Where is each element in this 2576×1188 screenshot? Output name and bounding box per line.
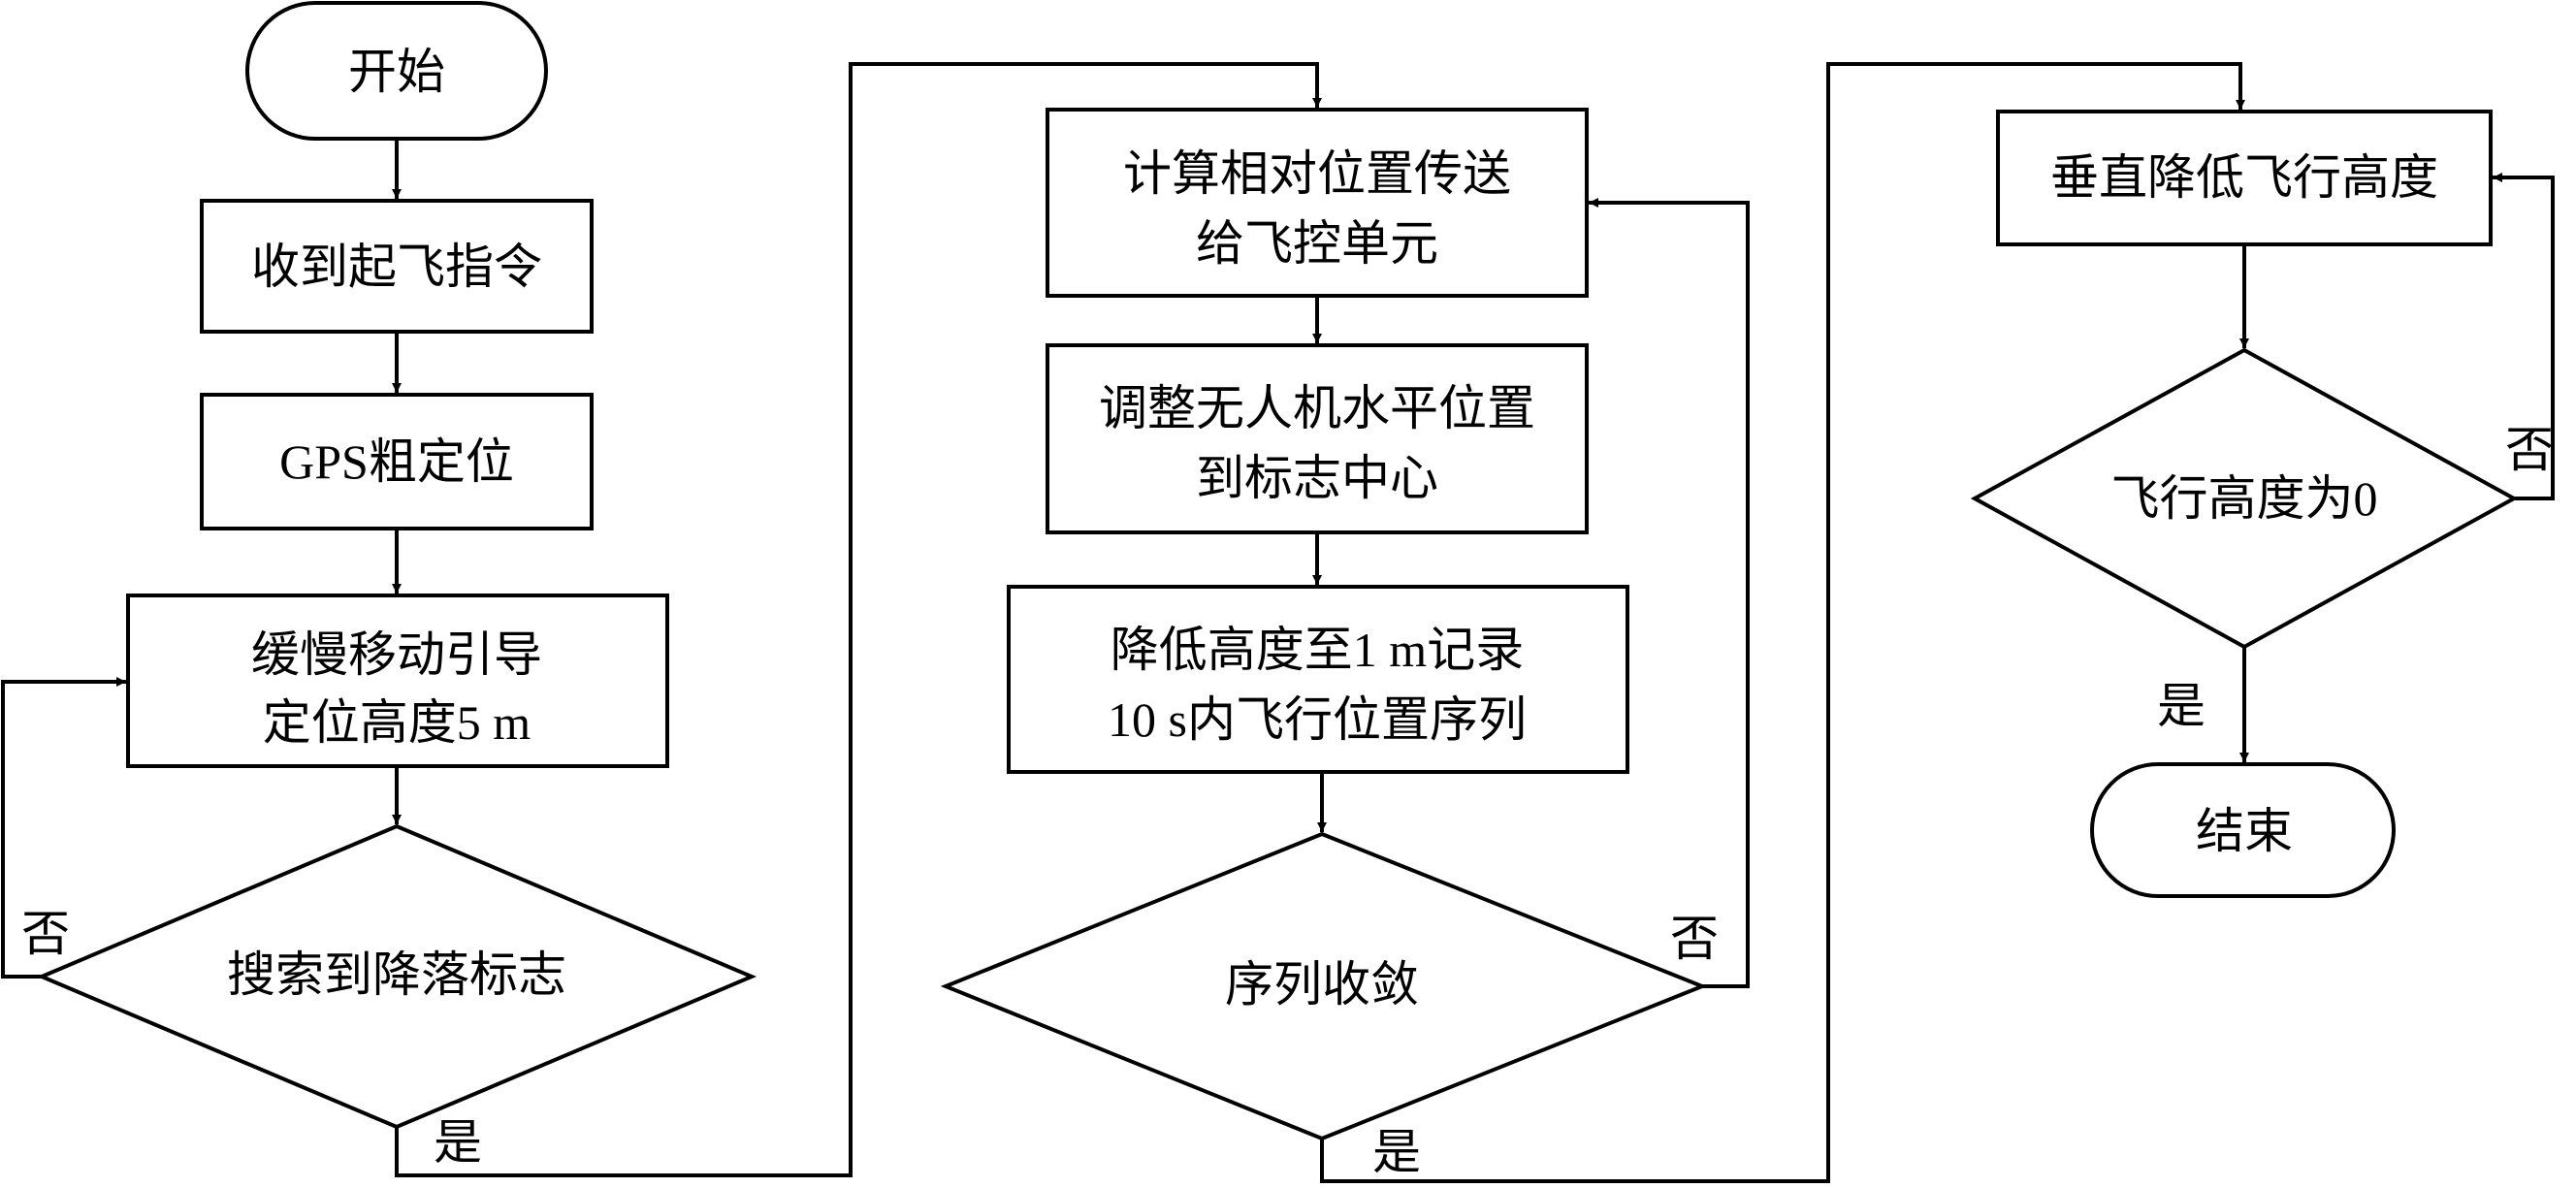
converge-yes-label: 是 [1372,1125,1421,1179]
start-label: 开始 [348,45,445,99]
guide-box [126,594,669,768]
descend-box [1996,110,2493,246]
adjust-position-label-line1: 调整无人机水平位置 [1099,381,1535,435]
end-terminal [2090,762,2396,898]
search-decision-label: 搜索到降落标志 [227,947,566,1002]
calc-position-label-line1: 计算相对位置传送 [1123,146,1511,201]
search-yes-label: 是 [434,1115,482,1170]
receive-command-label: 收到起飞指令 [251,240,542,294]
lower-record-label-line2: 10 s内飞行位置序列 [1108,692,1527,747]
adjust-position-label-line2: 到标志中心 [1196,451,1438,505]
lower-record-label-line1: 降低高度至1 m记录 [1111,623,1524,677]
converge-no-label: 否 [1670,912,1719,966]
zero-no-label: 否 [2505,423,2554,477]
guide-label-line1: 缓慢移动引导 [251,627,542,682]
descend-label: 垂直降低飞行高度 [2050,150,2438,205]
search-no-loop [1,677,126,979]
zero-height-decision-label: 飞行高度为0 [2111,471,2378,526]
end-label: 结束 [2196,804,2293,858]
start-terminal [245,0,548,141]
converge-yes-connector [1320,62,2245,1183]
calc-position-label-line2: 给飞控单元 [1196,216,1438,271]
converge-no-loop [1589,198,1750,988]
search-yes-connector [395,62,1322,1177]
calc-position-box [1046,108,1589,298]
guide-label-line2: 定位高度5 m [263,695,531,750]
zero-yes-label: 是 [2157,679,2206,733]
adjust-position-box [1046,343,1589,534]
converge-decision-label: 序列收敛 [1225,957,1419,1011]
gps-label: GPS粗定位 [279,434,514,489]
search-no-label: 否 [21,907,70,961]
lower-record-box [1007,585,1629,774]
receive-command-box [200,199,594,334]
zero-no-loop [2493,173,2555,500]
gps-box [200,393,594,530]
